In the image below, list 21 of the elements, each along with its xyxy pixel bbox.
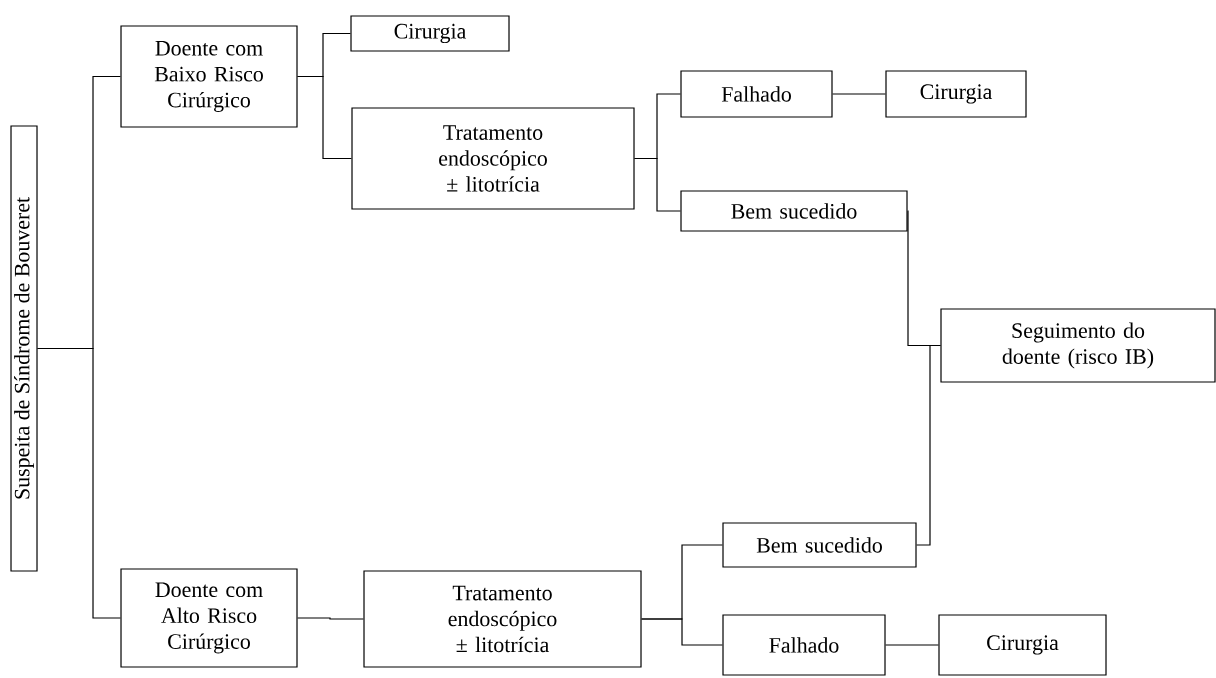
connector-line — [37, 347, 121, 619]
process-box: Cirurgia — [938, 614, 1107, 676]
process-box: Tratamento endoscópico ± litotrícia — [363, 570, 642, 668]
connector-line — [916, 344, 941, 546]
connector-line — [634, 157, 681, 212]
connector-line — [297, 617, 364, 620]
connector-line — [885, 644, 939, 646]
connector-line — [297, 75, 352, 160]
process-box: Seguimento do doente (risco IB) — [940, 308, 1216, 383]
process-box: Bem sucedido — [680, 190, 908, 232]
process-box: Falhado — [722, 614, 886, 676]
process-box: Doente com Alto Risco Cirúrgico — [120, 568, 298, 668]
process-box: Doente com Baixo Risco Cirúrgico — [120, 25, 298, 128]
connector-line — [832, 93, 886, 95]
process-box: Tratamento endoscópico ± litotrícia — [351, 107, 635, 210]
process-box: Cirurgia — [885, 70, 1027, 118]
process-box: Falhado — [680, 70, 833, 118]
process-box: Cirurgia — [350, 15, 510, 52]
process-box: Bem sucedido — [722, 522, 917, 568]
connector-line — [641, 618, 723, 646]
process-box: Suspeita de Síndrome de Bouveret — [10, 125, 38, 572]
